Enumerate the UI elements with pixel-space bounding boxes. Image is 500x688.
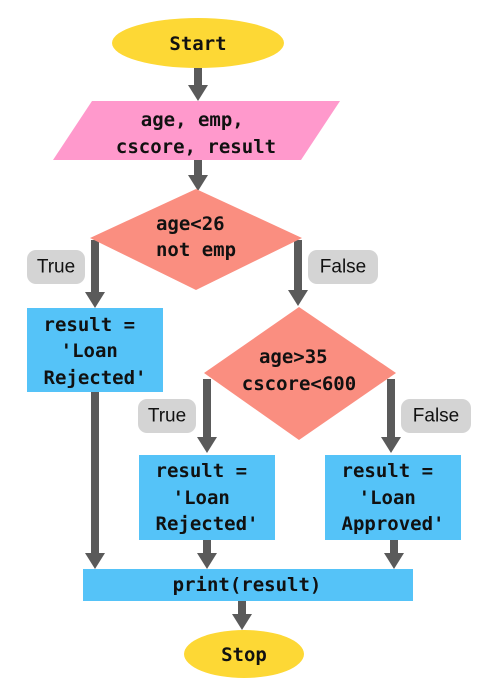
arrow-decision2-false: [381, 379, 401, 453]
arrow-print-to-stop: [232, 601, 252, 630]
edge-label-d1-true: True: [27, 250, 85, 284]
print-shape: [83, 569, 413, 601]
arrow-decision2-true: [197, 379, 217, 453]
decision1-label: age<26 not emp: [156, 213, 236, 261]
edge-label-text: False: [320, 257, 366, 278]
process-rejected2-label: result = 'Loan Rejected': [156, 460, 259, 535]
process-rejected2-shape: [139, 455, 275, 540]
edge-label-d2-true: True: [138, 399, 196, 433]
process-approved-node: result = 'Loan Approved': [325, 455, 461, 540]
edge-label-text: True: [148, 406, 186, 427]
input-node: age, emp, cscore, result: [53, 101, 340, 160]
arrow-input-to-decision1: [188, 160, 208, 191]
input-label: age, emp, cscore, result: [116, 109, 276, 158]
arrow-rejected1-to-print: [85, 392, 105, 569]
start-shape: [112, 18, 284, 68]
edge-label-d2-false: False: [401, 399, 471, 433]
decision1-shape: [90, 189, 302, 290]
start-terminal: Start: [112, 18, 284, 68]
arrow-start-to-input: [188, 68, 208, 101]
process-approved-shape: [325, 455, 461, 540]
arrow-decision1-false: [288, 240, 308, 306]
decision2-label: age>35 cscore<600: [242, 346, 356, 395]
process-approved-label: result = 'Loan Approved': [342, 460, 445, 535]
arrow-approved-to-print: [384, 540, 404, 569]
input-shape: [53, 101, 340, 160]
print-label: print(result): [173, 574, 322, 596]
process-rejected1-label: result = 'Loan Rejected': [44, 314, 147, 389]
edge-label-d1-false: False: [308, 250, 378, 284]
arrow-rejected2-to-print: [197, 540, 217, 569]
edge-label-text: False: [413, 406, 459, 427]
arrows: [85, 68, 404, 630]
stop-terminal: Stop: [184, 630, 304, 678]
start-label: Start: [169, 33, 226, 55]
edge-label-text: True: [37, 257, 75, 278]
process-rejected2-node: result = 'Loan Rejected': [139, 455, 275, 540]
stop-label: Stop: [221, 644, 267, 666]
print-node: print(result): [83, 569, 413, 601]
arrow-decision1-true: [85, 240, 105, 308]
stop-shape: [184, 630, 304, 678]
decision1-node: age<26 not emp: [90, 189, 302, 290]
process-rejected1-node: result = 'Loan Rejected': [27, 308, 163, 392]
decision2-shape: [204, 307, 396, 440]
process-rejected1-shape: [27, 308, 163, 392]
decision2-node: age>35 cscore<600: [204, 307, 396, 440]
